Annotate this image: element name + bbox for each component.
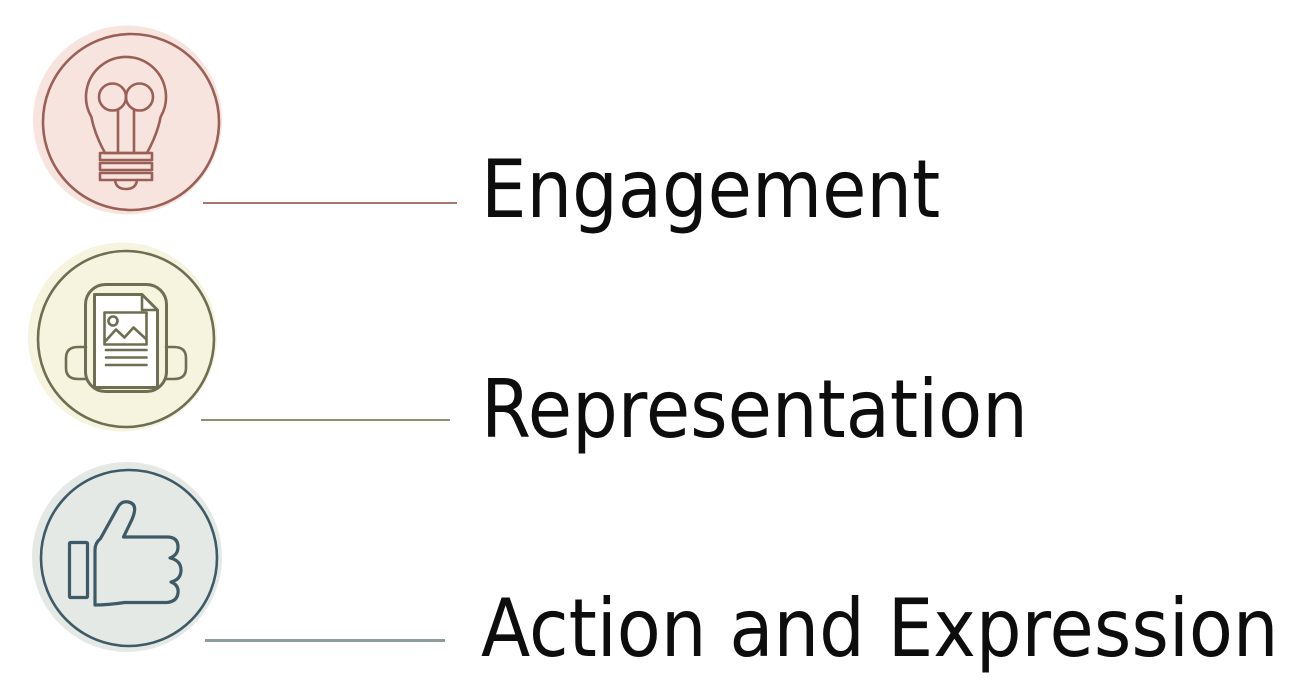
connector-line	[205, 639, 445, 642]
connector-line	[203, 202, 457, 204]
thumbs-up-icon	[32, 462, 222, 652]
lightbulb-icon	[33, 25, 222, 215]
principle-label: Representation	[481, 363, 1028, 456]
connector-line	[201, 419, 450, 421]
principle-label: Action and Expression	[481, 582, 1279, 675]
document-headphones-icon	[28, 242, 217, 432]
principle-label: Engagement	[481, 143, 941, 236]
